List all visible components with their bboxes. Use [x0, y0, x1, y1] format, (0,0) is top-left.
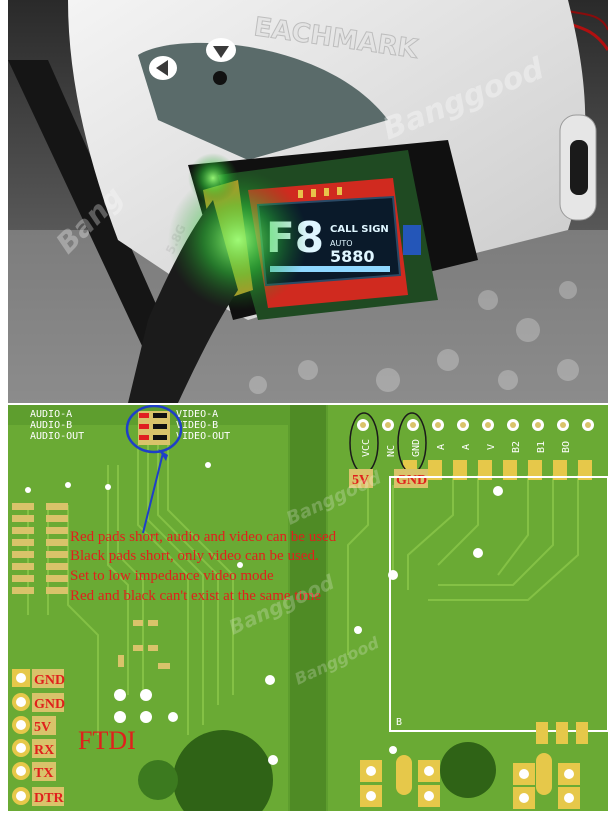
traces-right	[347, 475, 579, 655]
arrow-head	[158, 449, 168, 461]
ftdi-header	[12, 669, 30, 805]
ftdi-label: FTDI	[78, 726, 136, 755]
ftdi-pin-dtr: DTR	[34, 791, 64, 806]
oled-mode: AUTO	[330, 239, 353, 248]
pin-label-a1: A	[436, 444, 447, 450]
ftdi-tag-bg-6	[32, 787, 64, 806]
ftdi-pin-tx: TX	[34, 766, 53, 781]
ftdi-tag-bg-3	[32, 716, 56, 735]
video-label-a: VIDEO-A	[176, 409, 218, 420]
tag-5v: 5V	[352, 473, 369, 488]
audio-label-out: AUDIO-OUT	[30, 431, 84, 442]
video-label-b: VIDEO-B	[176, 420, 218, 431]
ftdi-tag-bg-4	[32, 739, 56, 758]
traces-left	[27, 445, 234, 735]
pin-label-v: V	[486, 444, 497, 450]
goggle-photo: EACHMARK F8 CALL SIGN AUTO 5880 5.8G Ban…	[8, 0, 608, 403]
pin-label-gnd: GND	[411, 439, 422, 457]
tag-gnd-bg	[394, 469, 428, 488]
note-line-2: Black pads short, only video can be used…	[70, 548, 319, 564]
pcb-svg: VCC NC GND A A V B2 B1 BO 5V GND B	[8, 405, 608, 811]
play-icon	[156, 60, 168, 76]
jumper-pads	[138, 411, 170, 445]
pads-bottom-right	[360, 722, 588, 809]
oled-frequency: 5880	[330, 247, 375, 266]
tag-gnd: GND	[396, 473, 427, 488]
pin-label-b2: B2	[511, 441, 522, 453]
led-glow	[168, 170, 308, 310]
tag-5v-bg	[349, 469, 373, 488]
ftdi-pin-5v: 5V	[34, 720, 51, 735]
ftdi-pin-gnd-1: GND	[34, 673, 65, 688]
video-label-out: VIDEO-OUT	[176, 431, 230, 442]
vias-right	[354, 486, 503, 754]
mount-hole-right	[440, 742, 496, 798]
ftdi-tag-bg-1	[32, 669, 64, 688]
pcb-diagram: VCC NC GND A A V B2 B1 BO 5V GND B	[8, 405, 608, 811]
oled-pins	[298, 187, 342, 198]
ftdi-tag-bg-2	[32, 693, 64, 712]
ftdi-pin-gnd-2: GND	[34, 697, 65, 712]
joystick-knob	[213, 71, 227, 85]
ftdi-pin-rx: RX	[34, 743, 54, 758]
note-line-1: Red pads short, audio and video can be u…	[70, 529, 337, 545]
ftdi-tag-bg-5	[32, 762, 56, 781]
pin-label-a2: A	[461, 444, 472, 450]
pin-label-vcc: VCC	[361, 439, 372, 457]
blue-capacitor	[403, 225, 421, 255]
jumper-circle	[125, 405, 183, 454]
mount-hole-left	[173, 730, 273, 811]
oled-callsign: CALL SIGN	[330, 224, 389, 235]
note-line-3: Set to low impedance video mode	[70, 568, 274, 584]
audio-label-a: AUDIO-A	[30, 409, 72, 420]
smd-pads-left	[12, 503, 170, 669]
audio-label-b: AUDIO-B	[30, 420, 72, 431]
pointer-arrow	[142, 452, 164, 534]
pin-label-nc: NC	[386, 445, 397, 457]
hole-small	[138, 760, 178, 800]
pin-label-b1: B1	[536, 441, 547, 453]
note-line-4: Red and black can't exist at the same ti…	[70, 588, 321, 604]
slot-hole	[570, 140, 588, 195]
oled-bar	[270, 266, 390, 272]
antenna	[8, 60, 183, 380]
board-gap	[290, 405, 326, 811]
pin-label-bo: BO	[561, 441, 572, 453]
module-outline	[389, 476, 608, 732]
header-pins	[357, 419, 594, 480]
vias-left	[25, 462, 278, 765]
bubble-pattern	[249, 281, 579, 394]
triangle-icon	[213, 46, 229, 58]
goggle-photo-svg: EACHMARK F8 CALL SIGN AUTO 5880 5.8G Ban…	[8, 0, 608, 403]
module-outline-label: B	[396, 717, 402, 728]
shell-dark-panel	[138, 42, 388, 160]
led-glow-2	[188, 153, 238, 203]
